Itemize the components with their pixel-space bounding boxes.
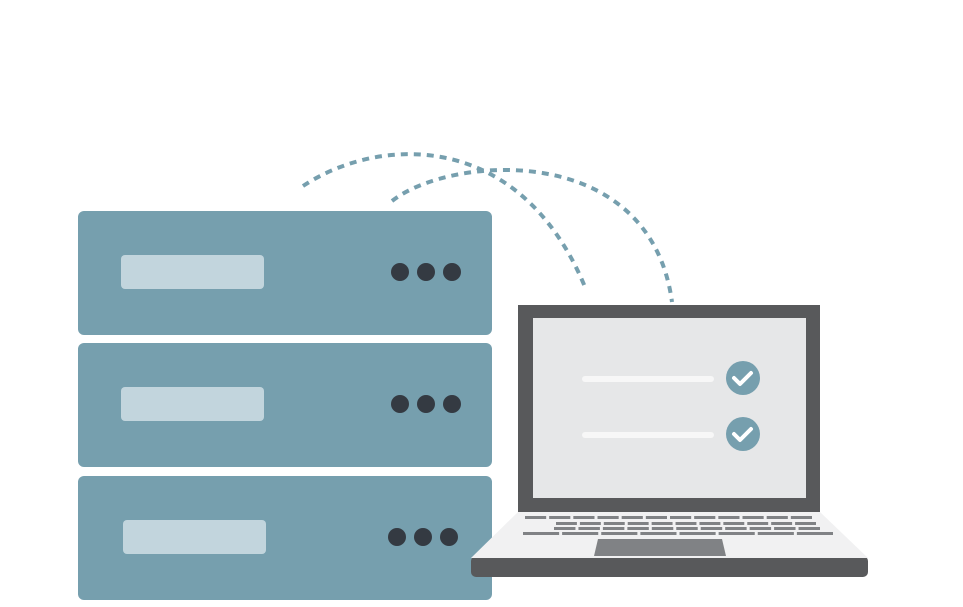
keyboard-key [757,532,794,535]
keyboard-key [699,522,721,525]
keyboard-key [627,522,649,525]
keyboard-key [742,516,764,519]
keyboard-key [601,532,638,535]
server-led [443,263,461,281]
keyboard-key [562,532,599,535]
server-led [414,528,432,546]
keyboard-key [573,516,595,519]
server-icon [78,343,492,467]
keyboard-key [602,527,625,530]
server-label-slot [123,520,266,554]
server-label-slot [121,255,264,289]
server-icon [78,476,492,600]
keyboard-key [621,516,643,519]
server-led [440,528,458,546]
keyboard-key [645,516,667,519]
keyboard-key [718,516,740,519]
server-led [391,395,409,413]
keyboard-key [796,532,833,535]
keyboard-key [651,522,673,525]
keyboard-key [525,516,547,519]
keyboard-key [523,532,560,535]
server-led [417,263,435,281]
keyboard-key [774,527,796,530]
server-label-slot [121,387,264,421]
keyboard-key [747,522,769,525]
server-led [388,528,406,546]
keyboard-key [694,516,716,519]
server-led [443,395,461,413]
keyboard-key [700,527,723,530]
laptop-screen [533,318,806,498]
keyboard-key [554,527,576,530]
wireless-connection-icon [301,152,674,303]
keyboard-key [725,527,747,530]
keyboard-key [670,516,692,519]
keyboard-key [771,522,793,525]
keyboard-key [603,522,625,525]
keyboard-key [790,516,812,519]
keyboard-key [579,522,601,525]
keyboard-key [651,527,674,530]
keyboard-key [578,527,600,530]
keyboard-key [795,522,816,525]
keyboard-key [749,527,772,530]
keyboard-key [597,516,619,519]
keyboard-key [640,532,677,535]
keyboard [523,516,833,535]
keyboard-key [679,532,716,535]
check-circle-icon [726,417,760,451]
keyboard-key [723,522,745,525]
server-unit [78,476,492,600]
server-unit [78,211,492,335]
connection-arc-2 [390,167,674,303]
laptop-base-bottom [471,556,868,577]
keyboard-key [549,516,571,519]
server-unit [78,343,492,467]
keyboard-key [675,522,697,525]
keyboard-key [798,527,820,530]
keyboard-key [556,522,577,525]
trackpad [594,539,726,556]
laptop-icon [471,305,868,577]
server-icon [78,211,492,335]
server-led [391,263,409,281]
keyboard-key [627,527,649,530]
server-stack [78,211,492,600]
keyboard-key [718,532,755,535]
keyboard-key [766,516,788,519]
check-circle-icon [726,361,760,395]
keyboard-key [676,527,698,530]
server-led [417,395,435,413]
